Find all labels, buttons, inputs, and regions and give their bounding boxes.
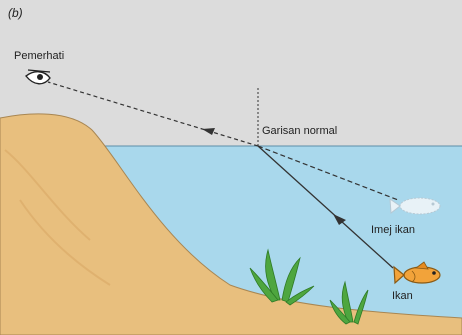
figure-label: (b) xyxy=(8,7,23,19)
observer-label: Pemerhati xyxy=(14,50,64,62)
fish-image-label: Imej ikan xyxy=(371,224,415,236)
normal-line-label: Garisan normal xyxy=(262,125,337,137)
fish-label: Ikan xyxy=(392,290,413,302)
